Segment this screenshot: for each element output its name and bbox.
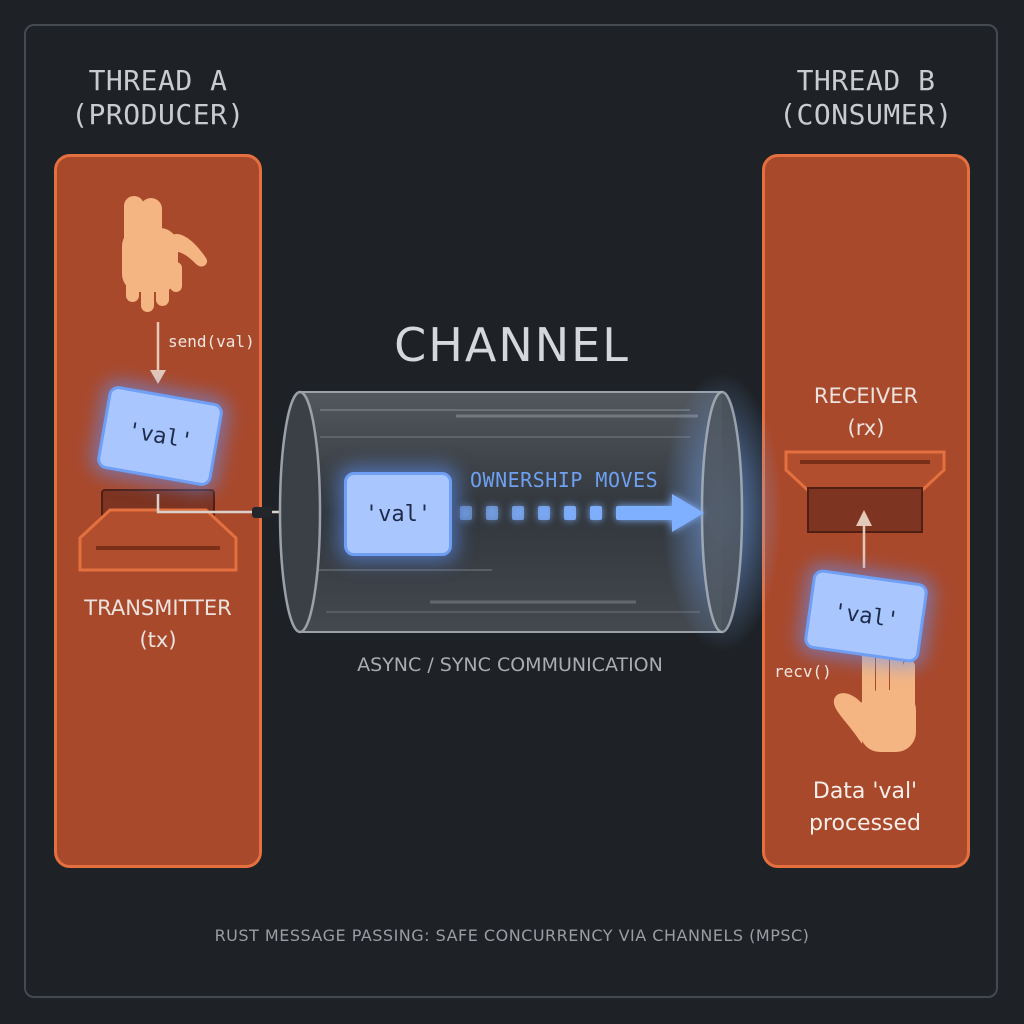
receiver-tray-icon (784, 450, 946, 533)
recv-call-label: recv() (774, 662, 832, 681)
transmitter-tray-icon (78, 489, 238, 572)
channel-val-card: 'val' (344, 472, 452, 556)
thread-a-title-line1: THREAD A (88, 64, 228, 97)
transmitter-label-line2: (tx) (139, 628, 177, 652)
receiver-label: RECEIVER (rx) (762, 380, 970, 444)
thread-a-title-line2: (PRODUCER) (71, 98, 245, 131)
thread-b-title-line1: THREAD B (796, 64, 936, 97)
consumer-val-card: 'val' (802, 568, 930, 664)
send-arrow (150, 322, 166, 384)
receiver-label-line1: RECEIVER (813, 384, 919, 408)
thread-a-title: THREAD A (PRODUCER) (48, 64, 268, 132)
send-call-label: send(val) (168, 332, 255, 351)
receiver-label-line2: (rx) (847, 416, 885, 440)
thread-b-title: THREAD B (CONSUMER) (756, 64, 976, 132)
transmitter-label: TRANSMITTER (tx) (54, 592, 262, 656)
ownership-arrow (460, 494, 704, 532)
processed-label-line1: Data 'val' (812, 779, 918, 804)
processed-label-line2: processed (808, 811, 922, 836)
channel-title: CHANNEL (394, 318, 630, 372)
producer-hand-icon (122, 196, 208, 312)
transmitter-label-line1: TRANSMITTER (84, 596, 232, 620)
communication-mode-label: ASYNC / SYNC COMMUNICATION (357, 654, 663, 676)
diagram-frame (24, 24, 998, 998)
ownership-moves-label: OWNERSHIP MOVES (470, 468, 659, 492)
footer-caption: RUST MESSAGE PASSING: SAFE CONCURRENCY V… (214, 926, 810, 945)
thread-b-title-line2: (CONSUMER) (779, 98, 953, 131)
processed-label: Data 'val' processed (768, 776, 962, 840)
receive-arrow (856, 510, 872, 568)
